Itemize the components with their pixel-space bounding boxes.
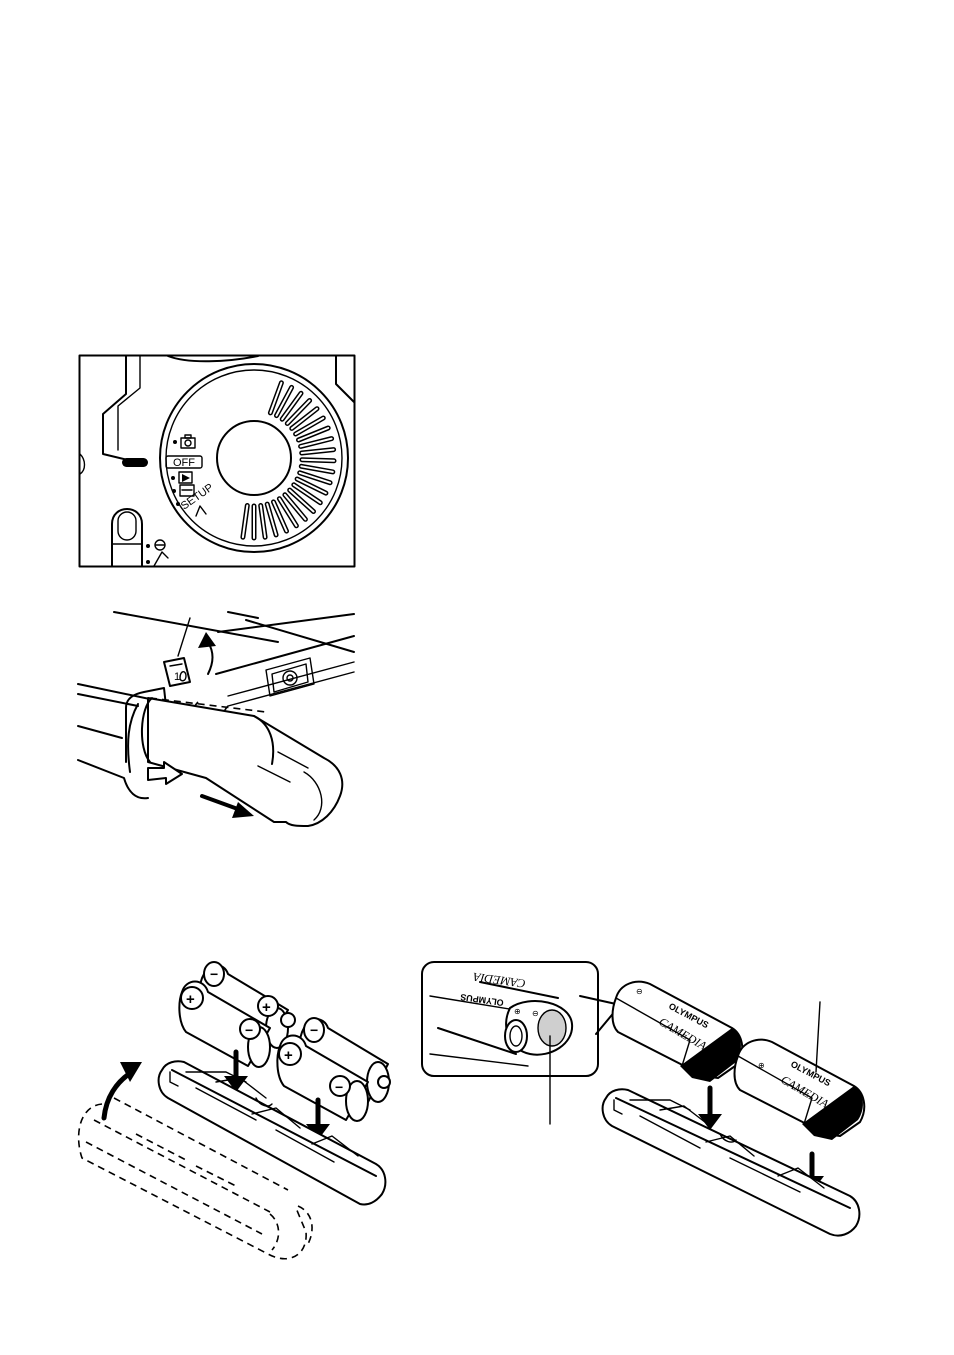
plus-symbol: + bbox=[262, 999, 271, 1016]
terminal-inset: OLYMPUS CAMEDIA ⊖ ⊕ bbox=[422, 962, 616, 1076]
camera-icon bbox=[181, 435, 195, 448]
plus-symbol: + bbox=[284, 1047, 293, 1064]
svg-text:⊕: ⊕ bbox=[758, 1061, 765, 1070]
battery-removal-illustration: 1 bbox=[78, 612, 358, 838]
lithium-pack-loading-illustration: OLYMPUS CAMEDIA ⊖ ⊕ OLYMPUS CAMEDIA ⊖ OL… bbox=[420, 958, 870, 1270]
arrow-up-icon bbox=[198, 632, 216, 674]
svg-text:1: 1 bbox=[174, 671, 180, 683]
arrow-down-icon bbox=[698, 1088, 722, 1130]
model-label: CAMEDIA bbox=[472, 970, 527, 991]
off-label: OFF bbox=[173, 457, 195, 469]
minus-symbol: − bbox=[310, 1022, 318, 1038]
setup-label: SETUP bbox=[179, 482, 216, 513]
brand-label: OLYMPUS bbox=[460, 992, 505, 1008]
dial-ridge-highlight bbox=[302, 460, 334, 461]
playback-icon bbox=[155, 540, 165, 550]
mode-dial-illustration: OFF SETUP bbox=[78, 354, 356, 568]
minus-symbol: − bbox=[210, 966, 218, 982]
playback-icon bbox=[179, 472, 192, 483]
minus-symbol: − bbox=[245, 1022, 253, 1038]
aa-battery-loading-illustration: − + − + − + − bbox=[76, 958, 400, 1266]
plus-symbol: + bbox=[186, 991, 195, 1008]
svg-text:⊕: ⊕ bbox=[514, 1007, 521, 1016]
lithium-battery-pack: OLYMPUS CAMEDIA ⊕ bbox=[735, 1040, 865, 1140]
svg-text:⊖: ⊖ bbox=[532, 1009, 539, 1018]
svg-text:⊖: ⊖ bbox=[636, 987, 643, 996]
lithium-battery-pack: OLYMPUS CAMEDIA ⊖ bbox=[613, 982, 743, 1082]
minus-symbol: − bbox=[335, 1079, 343, 1095]
